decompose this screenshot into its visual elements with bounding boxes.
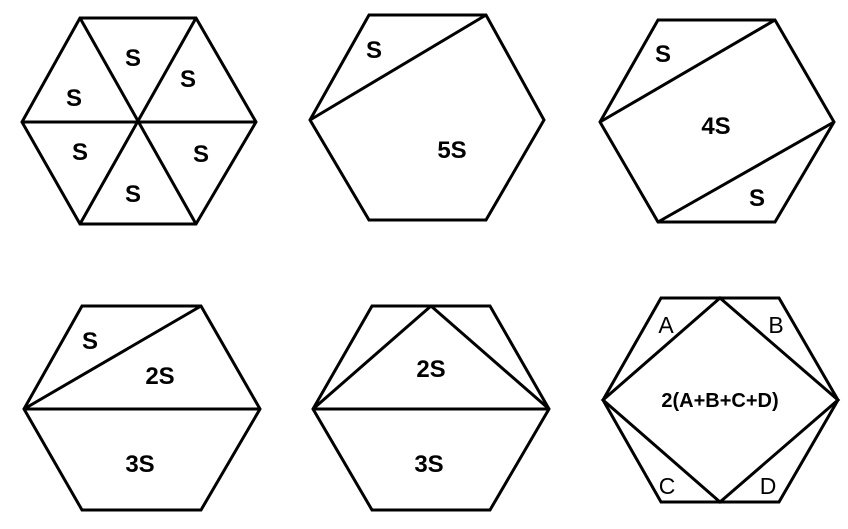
- figure-hexagon-six-triangles: S S S S S S: [20, 16, 258, 226]
- figure-hexagon-one-cut: S 5S: [308, 13, 546, 222]
- region-label: 3S: [414, 451, 443, 478]
- region-label: 3S: [125, 451, 154, 478]
- region-label: S: [72, 139, 88, 166]
- region-label: 2S: [416, 356, 445, 383]
- region-label: S: [655, 41, 671, 68]
- region-label: 5S: [437, 137, 466, 164]
- diagonal-line: [599, 18, 776, 124]
- region-label: D: [760, 473, 777, 499]
- figure-hexagon-diagonal-split: S 2S 3S: [22, 304, 262, 512]
- region-label: B: [768, 312, 783, 338]
- diagonal-line: [657, 120, 835, 224]
- region-label: S: [66, 85, 82, 112]
- diagonal-line: [23, 304, 202, 411]
- figure-hexagon-two-cuts: S 4S S: [598, 18, 836, 224]
- region-label: C: [659, 473, 676, 499]
- region-label: 2(A+B+C+D): [661, 390, 778, 412]
- region-label: 2S: [145, 363, 174, 390]
- hexagon-outline: [308, 13, 546, 222]
- region-label: S: [749, 185, 765, 212]
- region-label: S: [366, 37, 382, 64]
- inscribed-quadrilateral: [600, 296, 841, 504]
- region-label: 4S: [701, 113, 730, 140]
- region-label: A: [658, 312, 674, 338]
- region-label: S: [180, 66, 196, 93]
- region-label: S: [125, 181, 141, 208]
- region-label: S: [125, 45, 141, 72]
- figure-hexagon-inscribed-quad: A B 2(A+B+C+D) C D: [600, 296, 841, 504]
- region-label: S: [193, 141, 209, 168]
- diagonal-line: [312, 304, 432, 411]
- diagonal-line: [309, 13, 487, 122]
- diagonal-line: [430, 304, 550, 411]
- region-label: S: [82, 328, 98, 355]
- figure-hexagon-triangle-split: 2S 3S: [311, 304, 551, 512]
